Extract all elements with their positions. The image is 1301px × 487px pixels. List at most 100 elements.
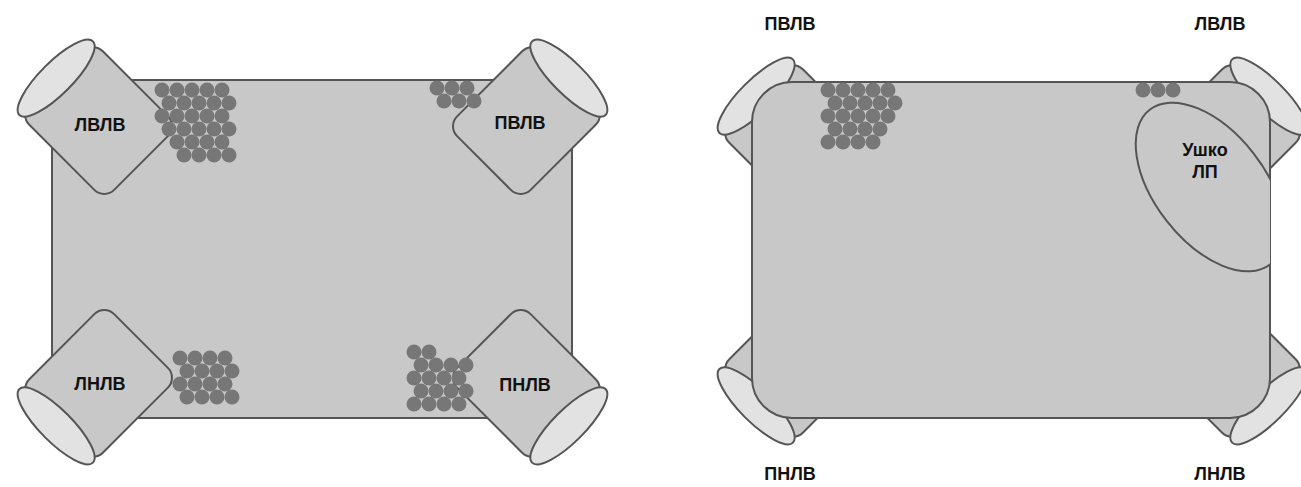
ostium-dot [200, 109, 215, 124]
ostium-dot [836, 83, 851, 98]
ostium-dot [430, 81, 445, 96]
ostium-dot [170, 109, 185, 124]
ostium-dot [215, 135, 230, 150]
vein-label: ПНЛВ [764, 464, 816, 485]
ostium-dot [218, 351, 233, 366]
ostium-dot [155, 83, 170, 98]
ostium-dot [828, 96, 843, 111]
ostium-dot [185, 135, 200, 150]
ostium-dot [414, 384, 429, 399]
ostium-dot [866, 135, 881, 150]
vein-cylinder [447, 304, 617, 474]
ostium-dot [1136, 83, 1151, 98]
ostium-dot [207, 96, 222, 111]
ostium-dot [162, 96, 177, 111]
ostium-dot [437, 94, 452, 109]
ostium-dot [1151, 83, 1166, 98]
vein-cylinder [8, 30, 178, 200]
ostium-dot [177, 148, 192, 163]
ostium-dot [407, 345, 422, 360]
ostium-dot [200, 83, 215, 98]
ostium-dot [821, 135, 836, 150]
ostium-dot [843, 96, 858, 111]
ostium-dot [173, 351, 188, 366]
ostium-dot [173, 377, 188, 392]
ostium-dot [185, 83, 200, 98]
ostium-dot [170, 83, 185, 98]
ostium-dot [873, 96, 888, 111]
ostium-dot [828, 122, 843, 137]
ostium-dot [821, 109, 836, 124]
ostium-dot [185, 109, 200, 124]
ostium-dot [1166, 83, 1181, 98]
ostium-dot [873, 122, 888, 137]
ostium-dot [215, 83, 230, 98]
auricle-outline [1130, 92, 1280, 292]
ostium-dot [444, 384, 459, 399]
ostium-dot [207, 148, 222, 163]
ostium-dot [821, 83, 836, 98]
ostium-dot [203, 351, 218, 366]
ostium-dot [222, 122, 237, 137]
vein-label: ЛНЛВ [1194, 464, 1245, 485]
ostium-dot [459, 358, 474, 373]
vein-node: ПВЛВ [494, 113, 545, 135]
ostium-dot [200, 135, 215, 150]
ostium-dot [836, 109, 851, 124]
ostium-dot [460, 81, 475, 96]
ostium-dot [207, 122, 222, 137]
ostium-dot [422, 345, 437, 360]
ostium-dot [858, 122, 873, 137]
ostium-dot [215, 109, 230, 124]
ostium-dot [195, 390, 210, 405]
ostium-dot [192, 148, 207, 163]
ostium-dot [445, 81, 460, 96]
ostium-dot [437, 371, 452, 386]
ostium-dot [836, 135, 851, 150]
vein-node: ПНЛВ [499, 375, 551, 397]
vein-label: ЛВЛВ [1195, 14, 1246, 35]
ostium-dot [407, 371, 422, 386]
ostium-dot [170, 135, 185, 150]
ostium-dot [422, 371, 437, 386]
ostium-dot [407, 397, 422, 412]
ostium-dot [222, 96, 237, 111]
ostium-dot [843, 122, 858, 137]
ostium-dot [414, 358, 429, 373]
vein-label: ПВЛВ [494, 113, 545, 135]
ostium-dot [881, 83, 896, 98]
vein-cylinder [8, 304, 178, 474]
vein-node: ЛВЛВ [75, 115, 126, 137]
ostium-dot [192, 96, 207, 111]
ostium-dot [881, 109, 896, 124]
ostium-dot [225, 364, 240, 379]
ostium-dot [162, 122, 177, 137]
ostium-dot [177, 122, 192, 137]
ostium-dot [422, 397, 437, 412]
ostium-dot [851, 135, 866, 150]
ostium-dot [203, 377, 218, 392]
ostium-dot [195, 364, 210, 379]
ostium-dot [459, 384, 474, 399]
ostium-dot [452, 371, 467, 386]
vein-node: ЛНЛВ [74, 374, 125, 396]
auricle-label: Ушко ЛП [1173, 140, 1237, 183]
ostium-dot [851, 109, 866, 124]
ostium-dot [866, 83, 881, 98]
ostium-dot [222, 148, 237, 163]
ostium-dot [452, 94, 467, 109]
ostium-dot [444, 358, 459, 373]
ostium-dot [866, 109, 881, 124]
ostium-dot [218, 377, 233, 392]
auricle-ellipse: Ушко ЛП [1130, 92, 1280, 292]
ostium-dot [177, 96, 192, 111]
ostium-dot [188, 351, 203, 366]
ostium-dot [452, 397, 467, 412]
vein-label: ПНЛВ [499, 375, 551, 397]
ostium-dot [858, 96, 873, 111]
ostium-dot [188, 377, 203, 392]
ostium-dot [429, 358, 444, 373]
ostium-dot [429, 384, 444, 399]
ostium-dot [210, 390, 225, 405]
